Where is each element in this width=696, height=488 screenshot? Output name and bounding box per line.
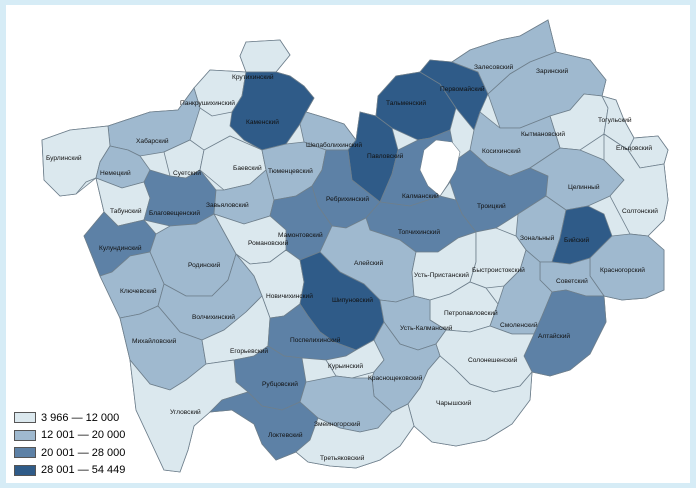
district-label: Усть-Калманский xyxy=(400,324,453,332)
legend-swatch xyxy=(14,412,36,424)
legend-label: 20 001 — 28 000 xyxy=(41,446,126,459)
district-label: Ключевский xyxy=(120,287,157,295)
district-label: Кытмановский xyxy=(521,130,565,138)
district-label: Бурлинский xyxy=(46,154,82,162)
district-pervomaysky[interactable] xyxy=(419,59,489,131)
lake-shape xyxy=(419,139,461,197)
district-label: Троицкий xyxy=(477,202,506,210)
district-label: Романовский xyxy=(248,239,289,247)
district-label: Благовещенский xyxy=(149,209,200,217)
district-label: Родинский xyxy=(188,261,221,269)
district-label: Третьяковский xyxy=(320,454,365,462)
legend-swatch xyxy=(14,447,36,459)
district-label: Курьинский xyxy=(328,362,363,370)
district-label: Рубцовский xyxy=(262,380,298,388)
district-label: Тюменцевский xyxy=(268,167,313,175)
district-label: Крутихинский xyxy=(232,73,274,81)
district-label: Заринский xyxy=(536,67,569,75)
district-label: Усть-Пристанский xyxy=(414,271,469,279)
district-label: Топчихинский xyxy=(398,228,440,236)
district-label: Немецкий xyxy=(100,169,131,177)
legend-item: 3 966 — 12 000 xyxy=(14,409,125,427)
district-label: Ельцовский xyxy=(616,144,652,152)
legend-item: 28 001 — 54 449 xyxy=(14,462,125,480)
district-krutikhinsky[interactable] xyxy=(239,39,291,73)
district-label: Табунский xyxy=(110,207,142,215)
district-label: Солонешенский xyxy=(468,356,518,364)
district-blagoveshchensky[interactable] xyxy=(143,169,217,227)
district-label: Залесовский xyxy=(474,63,513,71)
district-polygons xyxy=(41,19,669,473)
legend-swatch xyxy=(14,429,36,441)
legend-label: 12 001 — 20 000 xyxy=(41,429,126,442)
district-label: Солтонский xyxy=(622,207,658,215)
district-label: Локтевский xyxy=(268,431,303,439)
district-label: Егорьевский xyxy=(230,347,268,355)
district-label: Шипуновский xyxy=(332,296,373,304)
district-tretyakovsky[interactable] xyxy=(295,403,415,469)
district-label: Калманский xyxy=(402,192,439,200)
district-label: Угловский xyxy=(170,408,201,416)
district-label: Первомайский xyxy=(440,85,485,93)
district-soltonsky[interactable] xyxy=(603,133,669,237)
district-label: Красногорский xyxy=(600,266,645,274)
district-label: Волчихинский xyxy=(192,313,235,321)
district-label: Зональный xyxy=(520,234,555,242)
district-label: Тальменский xyxy=(386,99,426,107)
legend-swatch xyxy=(14,464,36,476)
district-label: Целинный xyxy=(568,183,600,191)
district-label: Советский xyxy=(556,277,588,285)
district-label: Шелаболихинский xyxy=(306,141,362,149)
district-troitsky[interactable] xyxy=(449,149,549,233)
legend-label: 28 001 — 54 449 xyxy=(41,464,126,477)
legend-item: 20 001 — 28 000 xyxy=(14,444,125,462)
district-label: Краснощековский xyxy=(368,374,423,382)
district-label: Косихинский xyxy=(482,147,521,155)
district-label: Алейский xyxy=(354,259,383,267)
district-label: Смоленский xyxy=(500,321,538,329)
legend-label: 3 966 — 12 000 xyxy=(41,411,120,424)
district-label: Алтайский xyxy=(538,332,570,340)
district-label: Мамонтовский xyxy=(278,231,323,239)
district-label: Каменский xyxy=(246,118,279,126)
district-label: Новичихинский xyxy=(266,292,313,300)
district-label: Быстроистокский xyxy=(472,266,525,274)
district-labels: КрутихинскийПанкрушихинскийКаменскийХаба… xyxy=(46,63,658,462)
district-label: Суетский xyxy=(173,169,201,177)
district-label: Петропавловский xyxy=(444,309,498,317)
district-label: Тогульский xyxy=(598,116,632,124)
district-label: Ребрихинский xyxy=(326,195,369,203)
district-label: Завьяловский xyxy=(206,201,249,209)
map-legend: 3 966 — 12 000 12 001 — 20 000 20 001 — … xyxy=(14,409,125,479)
district-label: Баевский xyxy=(233,164,262,172)
district-label: Панкрушихинский xyxy=(180,99,235,107)
district-label: Змеиногорский xyxy=(314,420,361,428)
district-label: Михайловский xyxy=(132,337,177,345)
district-label: Чарышский xyxy=(436,399,472,407)
legend-item: 12 001 — 20 000 xyxy=(14,427,125,445)
district-label: Хабарский xyxy=(136,137,169,145)
district-label: Бийский xyxy=(564,236,590,244)
district-label: Поспелихинский xyxy=(290,336,341,344)
district-label: Кулундинский xyxy=(99,244,142,252)
district-label: Павловский xyxy=(367,152,404,160)
